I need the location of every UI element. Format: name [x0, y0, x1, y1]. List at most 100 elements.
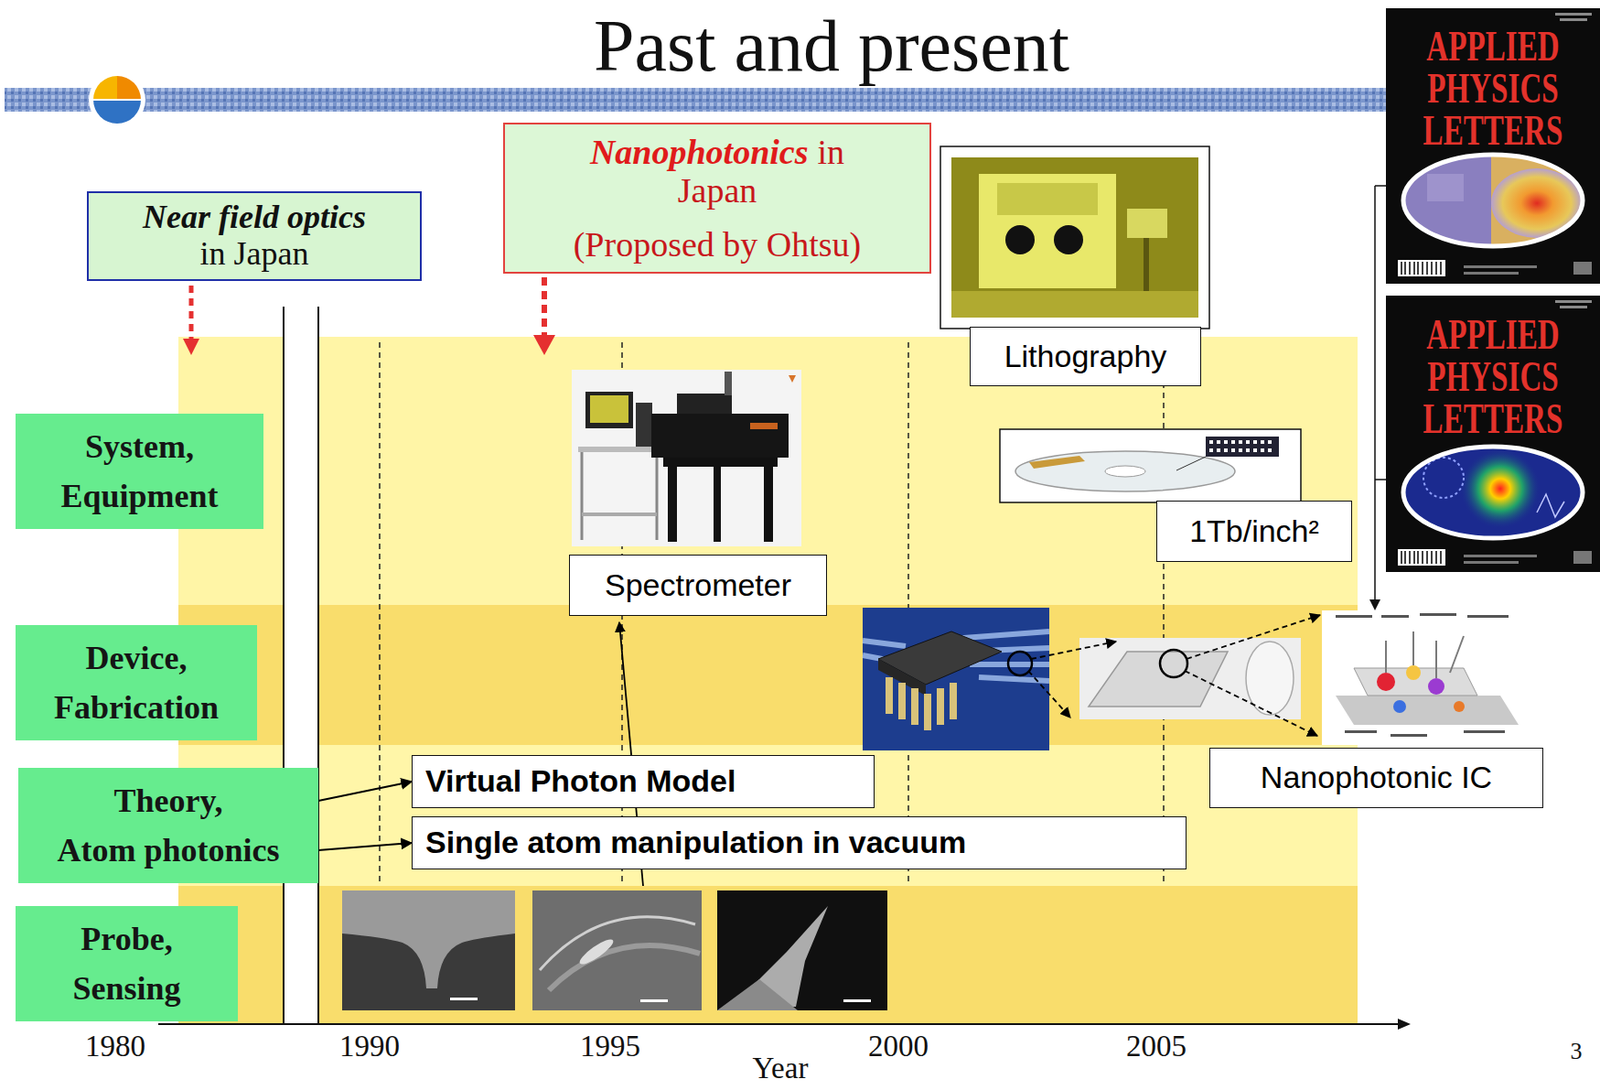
journal-cover	[1421, 261, 1424, 275]
journal-cover	[1559, 18, 1588, 22]
journal-cover	[1463, 271, 1519, 275]
journal-cover	[1435, 261, 1438, 275]
spectrometer-photo	[578, 446, 661, 452]
optical-disk	[1267, 448, 1272, 452]
nanophotonic-ic-schematic	[1381, 614, 1409, 618]
timeline-band	[178, 306, 1358, 1024]
journal-cover	[1397, 259, 1446, 277]
probe-head-image	[1079, 637, 1301, 720]
journal-cover	[1559, 305, 1588, 309]
journal-cover	[1460, 448, 1541, 529]
spectrometer-photo	[571, 369, 802, 547]
probe-sem-image	[532, 890, 702, 1010]
era-box: Near field opticsin Japan	[86, 191, 422, 281]
time-axis	[158, 1022, 1398, 1025]
text-holder: Near field opticsin Japan	[142, 199, 366, 272]
journal-cover	[1404, 261, 1407, 275]
lithography-photo	[940, 146, 1210, 329]
connector-arrow	[318, 842, 412, 850]
journal-cover	[1417, 261, 1419, 275]
flow-arrow	[1028, 614, 1321, 736]
node-text: Spectrometer	[604, 567, 792, 603]
journal-cover	[1403, 446, 1583, 538]
node-text: Probe, Sensing	[44, 913, 210, 1013]
journal-cover	[1573, 550, 1592, 564]
header-band	[93, 98, 141, 101]
optical-disk	[1224, 440, 1228, 444]
nanophotonic-ic-schematic	[1393, 699, 1407, 713]
timeline-band	[283, 306, 319, 1024]
journal-cover	[1427, 173, 1464, 202]
device-module-image	[978, 676, 1050, 681]
probe-sem-image	[640, 998, 668, 1002]
flow-arrow	[1184, 670, 1318, 736]
node-subtext: in Japan	[142, 236, 366, 273]
journal-cover	[1555, 12, 1592, 16]
journal-cover	[1401, 261, 1441, 275]
header-band	[4, 71, 1386, 129]
connector-arrow	[318, 781, 412, 801]
spectrometer-photo	[663, 457, 778, 467]
nanophotonic-ic-schematic	[1321, 610, 1521, 745]
node-text: 1Tb/inch²	[1189, 513, 1320, 549]
journal-cover	[1413, 261, 1416, 275]
year-tick: 1995	[579, 1029, 641, 1064]
text-holder: Single atom manipulation in vacuum	[425, 824, 967, 860]
device-module-image	[923, 693, 932, 731]
optical-disk	[999, 429, 1301, 503]
year-gridline	[379, 342, 1164, 883]
journal-cover	[1399, 443, 1592, 545]
probe-sem-image	[539, 916, 696, 970]
journal-cover-title: APPLIED PHYSICS LETTERS	[1417, 25, 1569, 152]
spectrometer-photo	[763, 466, 774, 542]
flow-arrow	[1028, 670, 1071, 718]
nanophotonic-ic-schematic	[1321, 610, 1521, 745]
leader-arrow	[619, 622, 644, 886]
spectrometer-photo	[571, 369, 802, 547]
journal-cover	[1400, 261, 1403, 275]
optical-disk	[1253, 448, 1257, 452]
cover-bracket	[1374, 185, 1376, 601]
nanophotonic-ic-schematic	[1449, 635, 1464, 673]
optical-disk	[1260, 440, 1265, 444]
journal-cover	[1408, 550, 1411, 564]
journal-cover	[1413, 550, 1416, 564]
journal-cover	[1421, 550, 1424, 564]
journal-cover	[1463, 554, 1537, 558]
year-gridline	[378, 342, 381, 883]
text-holder: 1Tb/inch²	[1189, 513, 1320, 549]
journal-cover	[1385, 295, 1600, 572]
lithography-photo	[940, 146, 1210, 329]
journal-cover	[1404, 550, 1407, 564]
node-text: System, Equipment	[43, 421, 237, 521]
header-band	[117, 75, 141, 100]
cover-bracket	[1374, 478, 1386, 481]
header-band	[93, 75, 118, 100]
era-pointer	[182, 277, 556, 355]
node-text: Virtual Photon Model	[425, 762, 736, 799]
nanophotonic-ic-schematic	[1467, 614, 1509, 618]
device-module-image	[862, 607, 1050, 751]
timeline-band	[178, 604, 1358, 745]
text-holder: Theory,Atom photonics	[56, 775, 280, 875]
node-text: Device, Fabrication	[40, 633, 233, 732]
journal-cover	[1397, 548, 1446, 566]
optical-disk	[1224, 448, 1228, 452]
journal-cover	[1399, 443, 1592, 545]
node-text: Nanophotonic IC	[1260, 759, 1493, 795]
text-holder: Device, Fabrication	[40, 633, 233, 732]
era-box: Nanophotonicsin Japan(Proposed by Ohtsu)	[503, 122, 932, 274]
optical-disk	[999, 429, 1301, 503]
topic-box: Virtual Photon Model	[411, 754, 875, 808]
journal-cover	[1408, 261, 1411, 275]
probe-sem-image	[577, 934, 617, 967]
optical-disk	[1105, 465, 1146, 477]
optical-disk	[1260, 448, 1265, 452]
spectrometer-photo	[724, 371, 732, 396]
probe-head-image	[1088, 651, 1228, 707]
year-tick: 2005	[1126, 1029, 1187, 1064]
optical-disk	[1238, 448, 1243, 452]
probe-sem-image	[342, 890, 888, 1010]
